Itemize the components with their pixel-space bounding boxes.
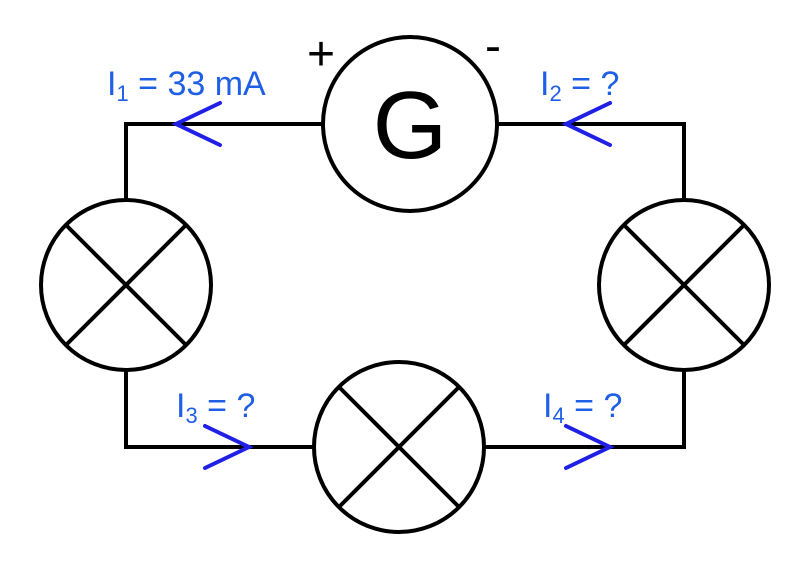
current-label-i1: I1 = 33 mA [107,65,266,106]
generator-symbol: G [373,72,448,179]
current-arrow-i4 [564,424,615,470]
current-label-i2: I2 = ? [540,65,619,106]
generator-positive-terminal: + [307,28,335,81]
lamp-left-cross-b [64,223,188,347]
lamp-bottom-cross-b [337,385,461,509]
lamp-left [39,198,213,372]
lamp-right-cross-b [622,223,746,347]
current-arrow-i1 [171,101,222,147]
generator-circle [321,35,499,213]
lamp-right [597,198,771,372]
current-arrow-i2 [561,101,612,147]
current-label-i4: I4 = ? [543,387,622,428]
lamp-bottom [312,360,486,534]
circuit-wires [124,122,686,449]
generator-negative-terminal: - [485,20,501,73]
current-arrow-i3 [203,424,254,470]
current-label-i3: I3 = ? [176,387,255,428]
generator: G + - [307,20,501,213]
